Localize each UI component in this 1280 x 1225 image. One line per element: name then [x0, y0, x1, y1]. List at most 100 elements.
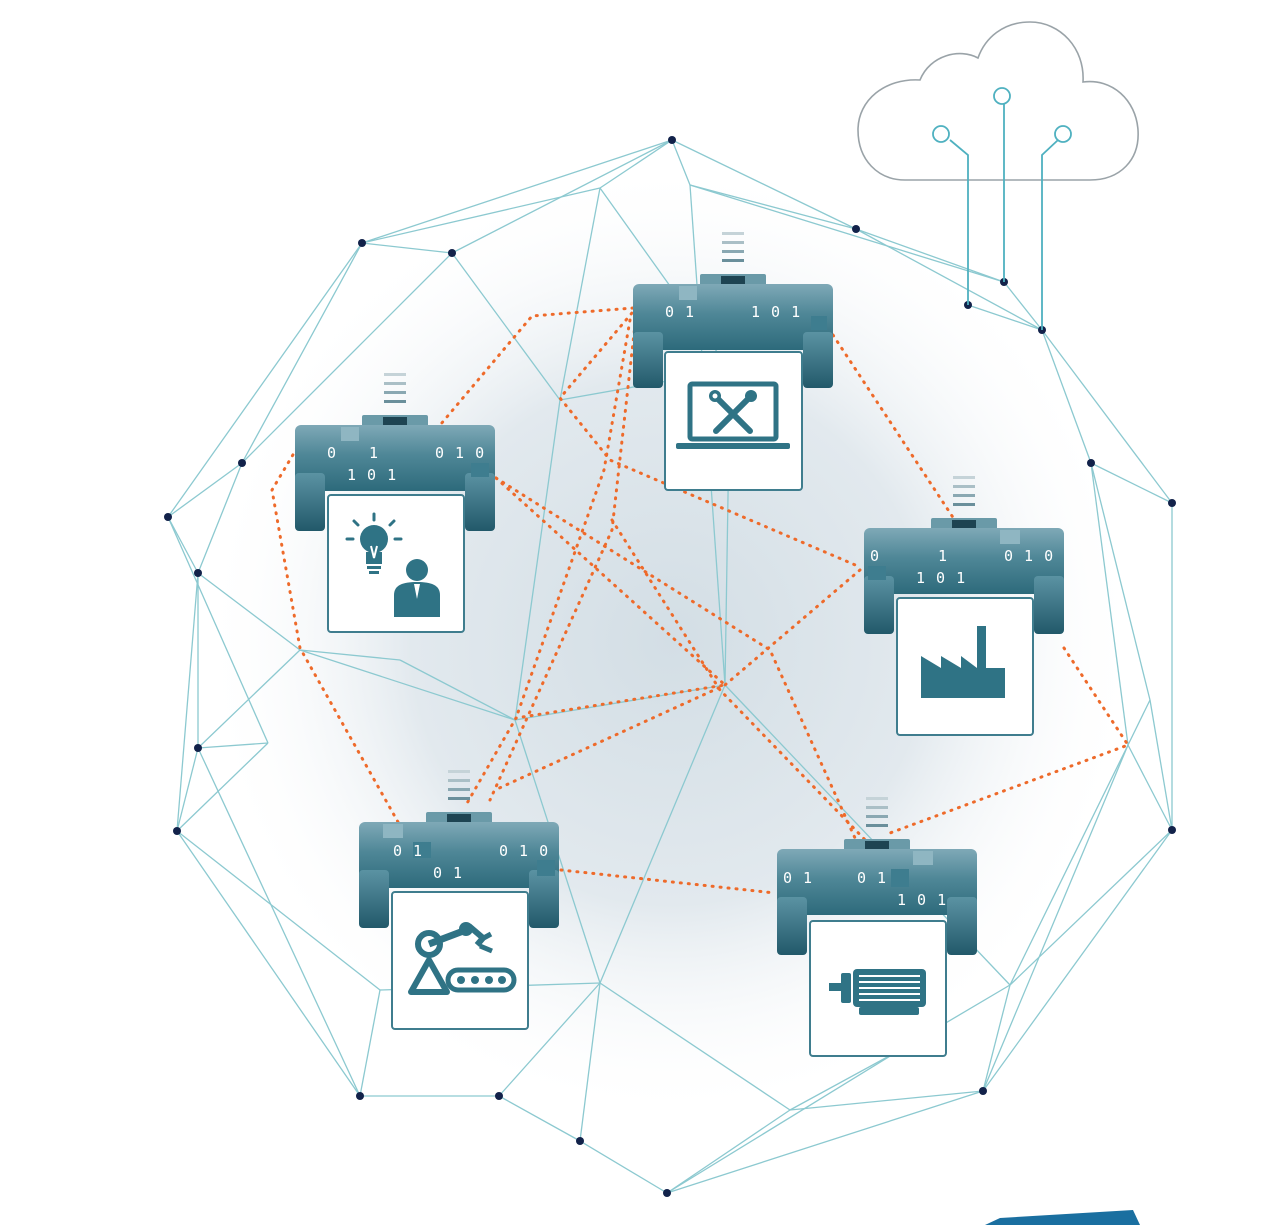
module-label: 0 1: [857, 869, 887, 887]
mesh-line: [176, 572, 199, 832]
mesh-line: [1003, 281, 1043, 331]
mesh-line: [599, 684, 726, 984]
mesh-line: [671, 139, 857, 230]
mesh-line: [982, 984, 1011, 1092]
mesh-node: [1168, 499, 1176, 507]
module-label: 0 1 0: [1004, 547, 1054, 565]
dotted-link: [488, 305, 639, 802]
mesh-line: [176, 742, 269, 832]
mesh-node: [668, 136, 676, 144]
mesh-line: [855, 228, 1005, 283]
mesh-line: [197, 742, 269, 749]
mesh-line: [666, 1049, 901, 1194]
mesh-line: [167, 516, 199, 574]
mesh-line: [599, 139, 673, 189]
mesh-line: [1009, 829, 1173, 986]
dotted-link: [464, 476, 729, 807]
mesh-line: [1041, 329, 1092, 464]
mesh-node: [852, 225, 860, 233]
idea-person-icon: [345, 512, 440, 617]
dotted-link: [888, 646, 1131, 835]
mesh-node: [1168, 826, 1176, 834]
module-factory: 0 1 0 1 0 1 0 1: [864, 476, 1064, 736]
module-label: 0 1 0: [435, 444, 485, 462]
mesh-line: [241, 252, 453, 464]
mesh-line: [299, 649, 516, 721]
mesh-line: [176, 830, 361, 1097]
mesh-line: [299, 649, 401, 661]
module-label: 1 0 1: [916, 569, 966, 587]
mesh-line: [514, 399, 561, 721]
mesh-line: [197, 572, 301, 651]
mesh-line: [789, 1049, 901, 1111]
mesh-line: [498, 1095, 581, 1142]
module-label: 1 0 1: [751, 303, 801, 321]
mesh-line: [399, 659, 516, 721]
mesh-node: [173, 827, 181, 835]
dotted-link: [493, 568, 862, 792]
accent-bar: [985, 1210, 1140, 1225]
cloud-circuit-icon: [857, 21, 1139, 330]
dotted-link: [831, 333, 960, 527]
mesh-line: [167, 242, 363, 518]
module-label: 0 1: [783, 869, 813, 887]
module-label: 1: [369, 444, 379, 462]
mesh-line: [982, 829, 1173, 1092]
module-label: 0 1 0: [499, 842, 549, 860]
module-label: 0: [870, 547, 880, 565]
mesh-line: [361, 242, 453, 254]
mesh-node: [238, 459, 246, 467]
mesh-node: [194, 569, 202, 577]
mesh-line: [241, 242, 363, 464]
mesh-line: [1041, 329, 1173, 504]
mesh-line: [559, 187, 601, 401]
factory-icon: [921, 626, 1005, 698]
module-label: 0 1: [433, 864, 463, 882]
module-label: 0 1: [665, 303, 695, 321]
mesh-line: [176, 830, 381, 991]
mesh-line: [359, 989, 381, 1097]
mesh-node: [576, 1137, 584, 1145]
mesh-node: [663, 1189, 671, 1197]
mesh-node: [356, 1092, 364, 1100]
mesh-line: [167, 516, 269, 744]
mesh-line: [361, 139, 673, 244]
mesh-line: [967, 304, 1043, 331]
mesh-line: [689, 184, 1005, 283]
dotted-link: [610, 518, 872, 847]
module-label: 1: [938, 547, 948, 565]
mesh-line: [666, 1109, 791, 1194]
mesh-line: [197, 747, 361, 1097]
mesh-line: [197, 462, 243, 574]
mesh-line: [1149, 699, 1173, 831]
mesh-node: [1087, 459, 1095, 467]
mesh-node: [358, 239, 366, 247]
module-robot: 0 1 0 1 0 0 1: [359, 770, 559, 1030]
mesh-line: [451, 252, 561, 401]
mesh-line: [1127, 744, 1173, 831]
mesh-node: [448, 249, 456, 257]
dotted-link: [428, 306, 635, 439]
mesh-nodes: [164, 136, 1176, 1197]
robot-conveyor-icon: [408, 922, 517, 995]
electric-motor-icon: [829, 969, 926, 1015]
mesh-node: [194, 744, 202, 752]
mesh-line: [498, 982, 601, 1097]
dotted-link: [270, 446, 400, 824]
mesh-line: [176, 747, 199, 832]
module-maintenance: 0 1 1 0 1: [633, 232, 833, 491]
mesh-lines: [167, 139, 1173, 1194]
mesh-line: [1009, 744, 1129, 986]
module-label: 0: [327, 444, 337, 462]
mesh-line: [1090, 462, 1151, 701]
mesh-node: [979, 1087, 987, 1095]
mesh-line: [689, 184, 857, 230]
mesh-line: [666, 1090, 984, 1194]
dotted-link: [514, 318, 632, 720]
mesh-line: [599, 982, 791, 1111]
module-label: 1 0 1: [897, 891, 947, 909]
mesh-line: [671, 139, 691, 186]
mesh-node: [495, 1092, 503, 1100]
mesh-line: [1090, 462, 1173, 504]
